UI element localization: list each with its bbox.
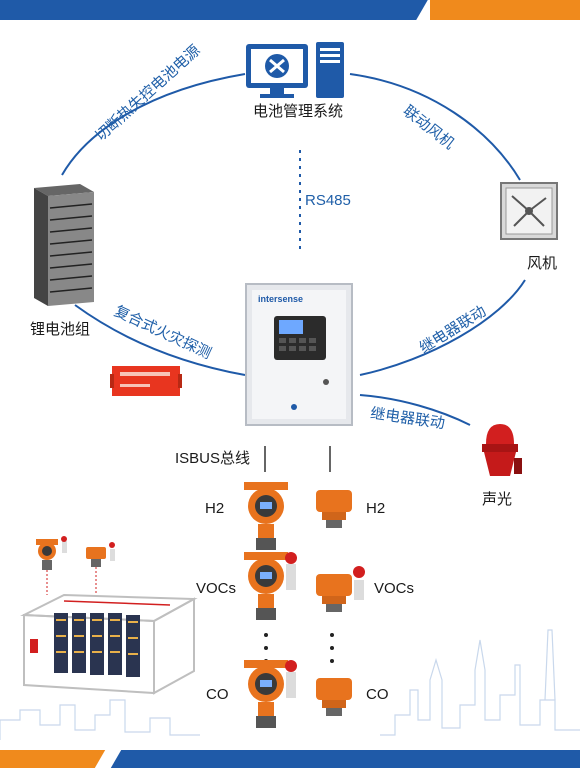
- brand-text: intersense: [258, 294, 303, 304]
- bms-label: 电池管理系统: [253, 103, 344, 120]
- controller-panel-icon: intersense: [245, 283, 353, 426]
- sound-light-label: 声光: [482, 491, 513, 508]
- h2-left-label: H2: [205, 500, 225, 517]
- battery-pack-label: 锂电池组: [30, 321, 91, 338]
- top-banner: [0, 0, 580, 20]
- banner-accent-bottom: [0, 750, 110, 768]
- gas-detector-vocs-left: [244, 552, 297, 620]
- vocs-left-label: VOCs: [196, 580, 237, 597]
- rs485-label: RS485: [305, 192, 351, 209]
- arc-fire-detect: [74, 304, 246, 376]
- arc-fan-link: [349, 73, 521, 181]
- gas-detector-vocs-right: [316, 566, 365, 612]
- fire-detector-icon: [110, 366, 182, 396]
- arc-cut-power: [61, 73, 246, 176]
- server-rack-icon: [34, 184, 94, 306]
- gas-detector-h2-left: [244, 482, 288, 550]
- bottom-banner: [0, 750, 580, 768]
- arc-relay-2: [359, 394, 471, 426]
- h2-right-label: H2: [366, 500, 386, 517]
- arc-relay-1: [359, 279, 526, 376]
- co-right-label: CO: [366, 686, 389, 703]
- city-skyline: [0, 629, 580, 740]
- fan-icon: [500, 182, 558, 240]
- alarm-light-icon: [482, 424, 522, 476]
- isbus-label: ISBUS总线: [175, 450, 251, 467]
- gas-detector-co-left: [244, 660, 297, 728]
- vocs-right-label: VOCs: [374, 580, 415, 597]
- computer-icon: [246, 42, 344, 98]
- banner-accent: [430, 0, 580, 20]
- battery-container-icon: [20, 536, 198, 695]
- gas-detector-co-right: [316, 678, 352, 716]
- fan-label: 风机: [527, 255, 558, 272]
- gas-detector-h2-right: [316, 490, 352, 528]
- co-left-label: CO: [206, 686, 229, 703]
